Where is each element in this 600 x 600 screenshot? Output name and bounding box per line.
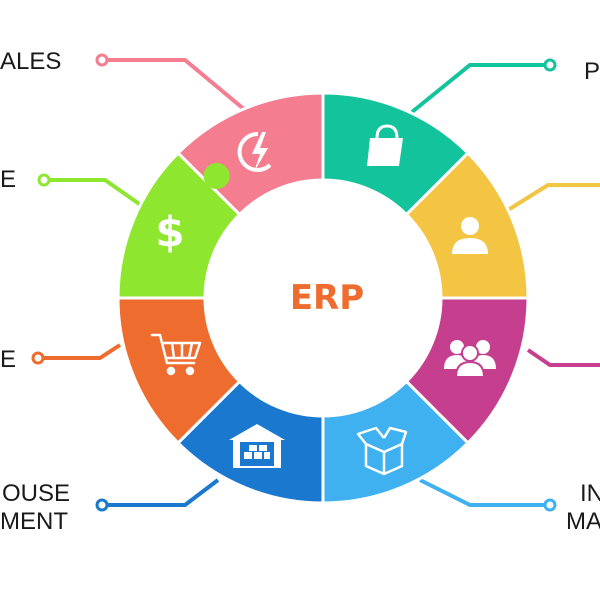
connector-line-right-up	[506, 183, 600, 212]
label-sales: ALES	[0, 48, 62, 75]
ring-segment-finance	[116, 150, 242, 300]
lightning-gear-icon	[237, 131, 272, 172]
label-warehouse-line2: MENT	[0, 508, 68, 535]
label-right-bottom: IN MA	[566, 480, 600, 536]
connector-dot-top-right	[543, 58, 557, 72]
person-icon	[452, 217, 488, 254]
connector-dot-finance	[37, 173, 51, 187]
connector-line-finance	[44, 178, 147, 210]
connector-dot-inventory	[543, 498, 557, 512]
label-left-lower: E	[0, 346, 17, 373]
connector-line-top-right	[410, 63, 550, 114]
connector-dot-sales	[95, 53, 109, 67]
shopping-cart-icon	[150, 333, 202, 376]
warehouse-icon	[229, 424, 285, 468]
group-icon	[444, 340, 496, 378]
label-right-bottom-line2: MA	[566, 508, 600, 535]
shopping-bag-icon	[367, 124, 403, 166]
erp-center-label: ERP	[290, 278, 364, 318]
connector-line-inventory	[419, 478, 550, 507]
svg-text:$: $	[155, 208, 184, 257]
label-left-upper: E	[0, 166, 17, 193]
label-right-bottom-line1: IN	[580, 480, 600, 507]
puzzle-knob-finance	[203, 163, 230, 190]
connector-line-right-down	[526, 348, 600, 367]
dollar-icon: $	[155, 208, 184, 257]
connector-dot-purchase	[31, 351, 45, 365]
label-top-right: P	[584, 58, 600, 85]
connector-line-warehouse	[102, 478, 220, 507]
connector-line-sales	[102, 58, 247, 112]
connector-line-purchase	[38, 343, 122, 360]
open-box-icon	[356, 426, 408, 476]
label-warehouse-line1: OUSE	[2, 480, 71, 507]
label-warehouse: OUSE MENT	[0, 480, 70, 536]
connector-dot-warehouse	[95, 498, 109, 512]
segment-icons: $	[150, 124, 496, 476]
connector-lines	[31, 53, 600, 512]
